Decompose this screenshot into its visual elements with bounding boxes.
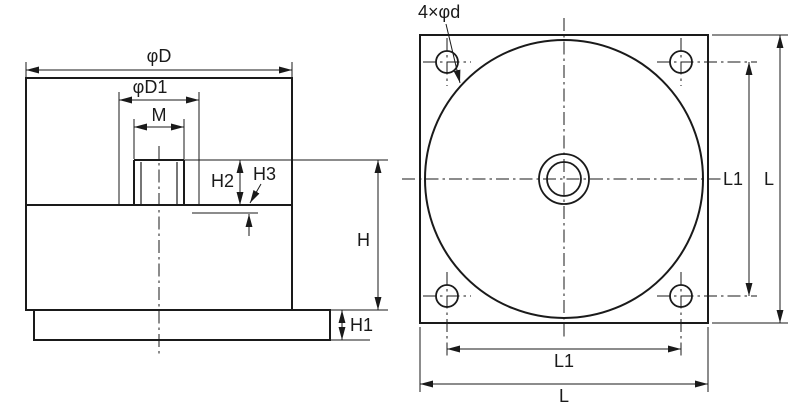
mounting-boss bbox=[133, 159, 185, 205]
phi-d-dimension: φD bbox=[25, 46, 293, 77]
phi-d1-label: φD1 bbox=[133, 77, 168, 97]
phi-d-label: φD bbox=[147, 46, 172, 66]
l-dimension-right: L bbox=[712, 34, 788, 324]
h1-label: H1 bbox=[350, 315, 373, 335]
h2-dimension: H2 bbox=[184, 159, 388, 205]
l1-dimension-right: L1 bbox=[723, 62, 753, 296]
l1-dimension-bottom: L1 bbox=[447, 345, 681, 371]
thread-m-dimension: M bbox=[133, 105, 185, 159]
h1-dimension: H1 bbox=[330, 310, 373, 341]
thread-m-label: M bbox=[152, 105, 167, 125]
l1-right-label: L1 bbox=[723, 169, 743, 189]
h2-label: H2 bbox=[211, 171, 234, 191]
bolt-holes-label: 4×φd bbox=[418, 2, 460, 22]
base-plate bbox=[33, 309, 331, 341]
l-bottom-label: L bbox=[559, 386, 569, 406]
bolt-holes-callout: 4×φd bbox=[418, 2, 461, 84]
h3-leader bbox=[249, 183, 262, 204]
h-label: H bbox=[357, 230, 370, 250]
h3-dimension: H3 bbox=[192, 164, 276, 236]
phi-d1-dimension: φD1 bbox=[118, 77, 200, 204]
h3-label: H3 bbox=[253, 164, 276, 184]
top-view: 4×φd L1 L L1 L bbox=[402, 2, 788, 406]
bolt-hole-centerlines bbox=[423, 38, 757, 357]
l-dimension-bottom: L bbox=[419, 327, 709, 406]
l-right-label: L bbox=[764, 169, 774, 189]
h-dimension: H bbox=[330, 160, 388, 311]
l1-bottom-label: L1 bbox=[554, 351, 574, 371]
side-view: φD φD1 M H2 H3 bbox=[25, 46, 388, 354]
bolt-holes-leader bbox=[445, 23, 461, 84]
